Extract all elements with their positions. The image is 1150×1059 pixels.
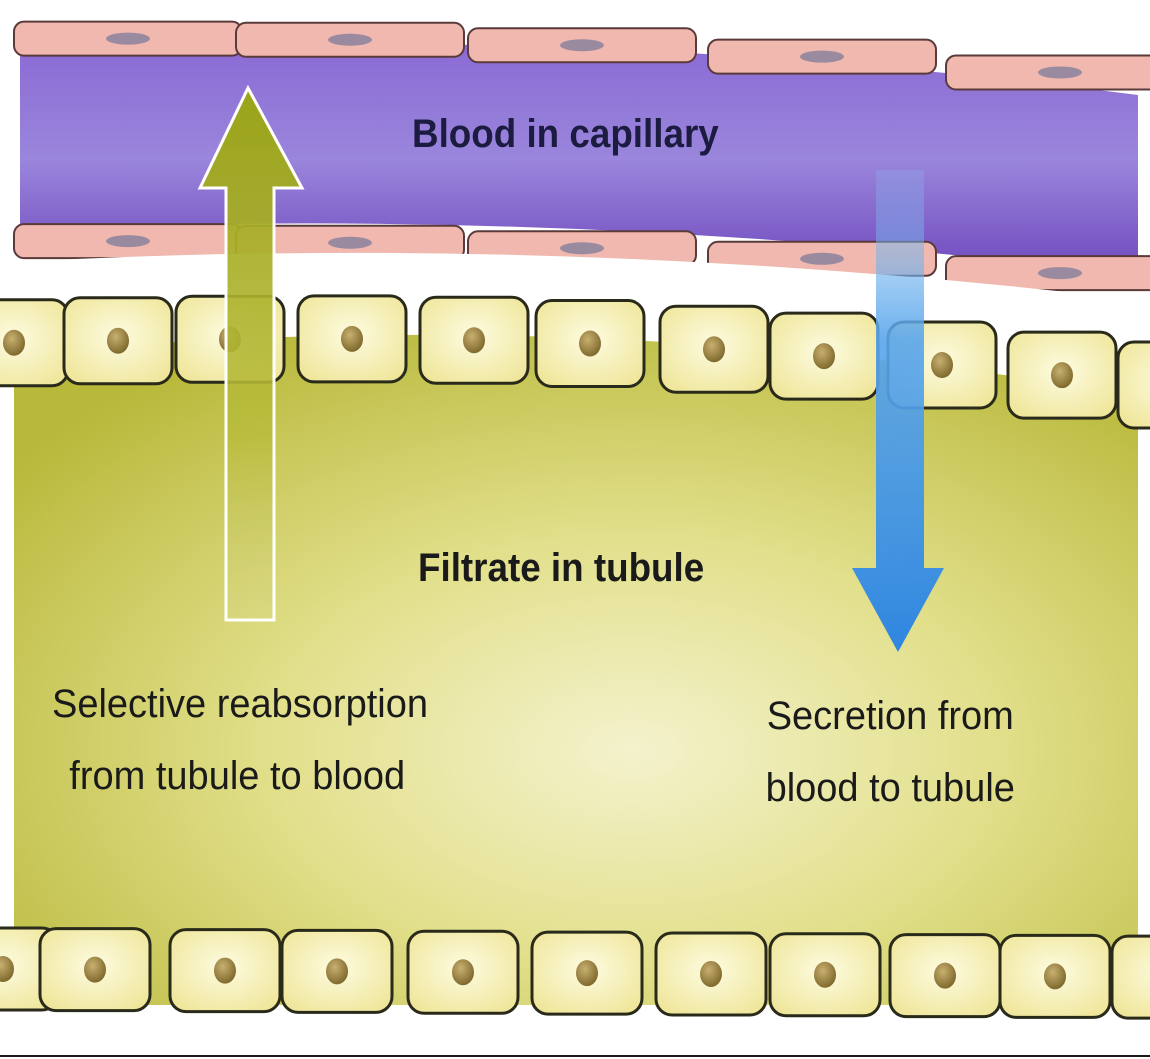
- cell-nucleus: [84, 957, 106, 983]
- endothelial-nucleus: [1038, 267, 1082, 279]
- cell-nucleus: [576, 960, 598, 986]
- secretion-label-line-1: Secretion from: [762, 680, 1019, 752]
- cell-nucleus: [931, 352, 953, 378]
- endothelial-nucleus: [560, 242, 604, 254]
- endothelial-nucleus: [328, 237, 372, 249]
- cell-nucleus: [814, 962, 836, 988]
- cell-nucleus: [579, 331, 601, 357]
- endothelial-nucleus: [800, 253, 844, 265]
- tubule-cell: [1118, 342, 1150, 428]
- reabsorption-label: Selective reabsorption from tubule to bl…: [52, 668, 423, 812]
- tubule-cell: [1112, 936, 1150, 1018]
- capillary-label: Blood in capillary: [412, 112, 719, 157]
- endothelial-nucleus: [1038, 66, 1082, 78]
- cell-nucleus: [463, 327, 485, 353]
- secretion-label: Secretion from blood to tubule: [762, 680, 1019, 824]
- cell-nucleus: [214, 958, 236, 984]
- cell-nucleus: [1044, 963, 1066, 989]
- cell-nucleus: [326, 958, 348, 984]
- secretion-label-line-2: blood to tubule: [762, 752, 1019, 824]
- tubule-label: Filtrate in tubule: [418, 546, 704, 591]
- cell-nucleus: [813, 343, 835, 369]
- endothelial-nucleus: [328, 34, 372, 46]
- reabsorption-label-line-1: Selective reabsorption: [52, 668, 423, 740]
- cell-nucleus: [703, 336, 725, 362]
- endothelial-nucleus: [106, 235, 150, 247]
- cell-nucleus: [3, 330, 25, 356]
- reabsorption-label-line-2: from tubule to blood: [52, 740, 423, 812]
- cell-nucleus: [107, 328, 129, 354]
- endothelial-nucleus: [560, 39, 604, 51]
- cell-nucleus: [934, 963, 956, 989]
- endothelial-nucleus: [106, 33, 150, 45]
- tubule-wall-bottom: [0, 928, 1150, 1018]
- cell-nucleus: [452, 959, 474, 985]
- endothelial-nucleus: [800, 51, 844, 63]
- cell-nucleus: [700, 961, 722, 987]
- cell-nucleus: [1051, 362, 1073, 388]
- cell-nucleus: [341, 326, 363, 352]
